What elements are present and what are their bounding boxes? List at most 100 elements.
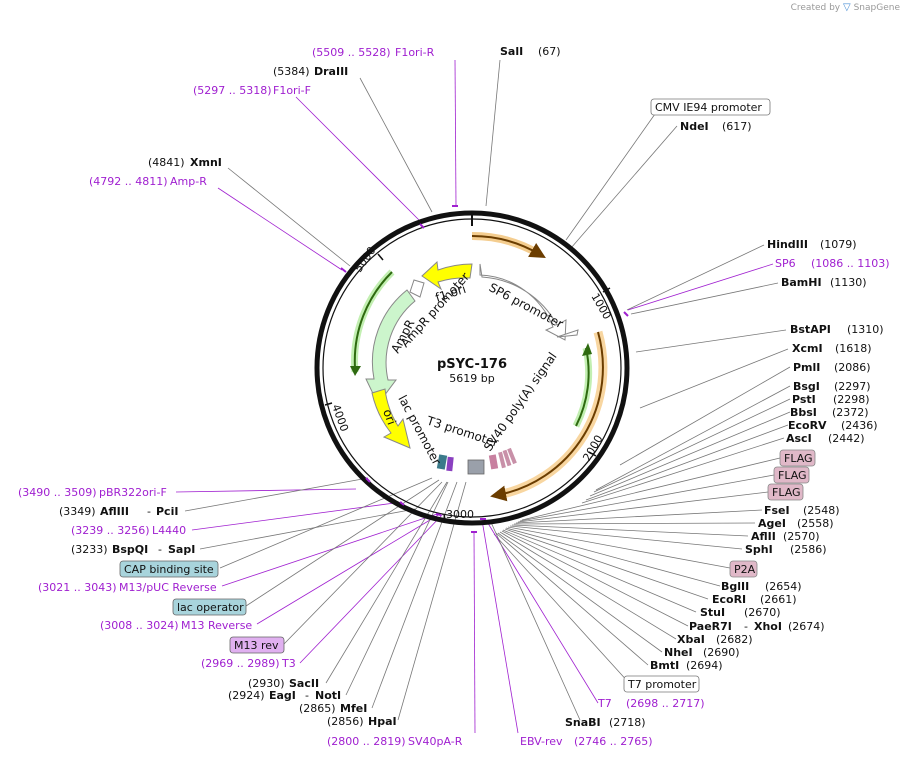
sp6-small-arrow <box>556 329 579 338</box>
label-xmni-pos: (4841) <box>148 156 185 169</box>
box-p2a-text: P2A <box>734 563 756 576</box>
label-m13-reverse-pos: (3008 .. 3024) <box>100 619 179 632</box>
label-hindiii-pos: (1079) <box>820 238 857 251</box>
label-amp-r-name: Amp-R <box>170 175 207 188</box>
label-sphi-pos: (2586) <box>790 543 827 556</box>
right-labels: SalI (67) NdeI (617) HindIII (1079) SP6 … <box>500 45 890 748</box>
label-bmti-name: BmtI <box>650 659 679 672</box>
label-afliii-dash: - <box>147 505 151 518</box>
label-bamhi-name: BamHI <box>781 276 822 289</box>
box-cap-binding-site <box>119 560 219 578</box>
label-ndei-pos: (617) <box>722 120 752 133</box>
left-boxes: CAP binding site lac operator M13 rev <box>119 560 285 654</box>
primer-marks <box>340 205 629 533</box>
label-sp6-name: SP6 <box>775 257 796 270</box>
label-t7-pos: (2698 .. 2717) <box>626 697 705 710</box>
ori-arrow <box>371 388 411 449</box>
bottom-small-features <box>436 447 517 475</box>
label-f1ori-r-pos: (5509 .. 5528) <box>312 46 391 59</box>
plasmid-size: 5619 bp <box>449 372 494 385</box>
label-aflii-name: AflII <box>751 530 776 543</box>
snapgene-logo-icon: ▽ <box>843 2 851 13</box>
label-bspqi-pos: (3233) <box>71 543 108 556</box>
label-asci-pos: (2442) <box>828 432 865 445</box>
label-ecori-name: EcoRI <box>712 593 746 606</box>
label-ndei-name: NdeI <box>680 120 709 133</box>
label-f1ori-f-pos: (5297 .. 5318) <box>193 84 272 97</box>
label-mfei-name: MfeI <box>340 702 367 715</box>
green-orf-right <box>575 347 590 427</box>
box-p2a <box>729 560 758 578</box>
label-m13-reverse-name: M13 Reverse <box>181 619 252 632</box>
label-sali-pos: (67) <box>538 45 561 58</box>
creator-prefix: Created by <box>790 3 841 13</box>
cmv-ie94-promoter-arrow <box>471 231 542 258</box>
label-ecori-pos: (2661) <box>760 593 797 606</box>
label-paer7i-pos: (2674) <box>788 620 825 633</box>
creator-brand: SnapGene <box>853 3 900 13</box>
label-pbr322ori-f-name: pBR322ori-F <box>99 486 167 499</box>
box-flag-1 <box>779 449 816 467</box>
tick-label-4000: 4000 <box>329 403 351 434</box>
f1-ori-arrow <box>421 260 473 291</box>
label-sacii-pos: (2930) <box>248 677 285 690</box>
label-agei-name: AgeI <box>758 517 786 530</box>
box-flag-3-text: FLAG <box>772 486 801 499</box>
label-noti-name: NotI <box>315 689 341 702</box>
right-boxes: CMV IE94 promoter FLAG FLAG FLAG P2A T7 … <box>623 98 816 693</box>
left-labels: (5509 .. 5528) F1ori-R (5384) DraIII (52… <box>18 46 463 748</box>
label-t7-name: T7 <box>597 697 612 710</box>
creator-credit: Created by ▽ SnapGene <box>791 2 900 13</box>
label-psti-name: PstI <box>792 393 816 406</box>
label-xbai-pos: (2682) <box>716 633 753 646</box>
label-pmli-pos: (2086) <box>834 361 871 374</box>
plasmid-name: pSYC-176 <box>437 357 507 372</box>
tick-label-3000: 3000 <box>446 508 474 521</box>
label-m13puc-rev-pos: (3021 .. 3043) <box>38 581 117 594</box>
label-paer7i-dash: - <box>744 620 748 633</box>
label-afliii-pos: (3349) <box>59 505 96 518</box>
label-sv40pa-r-pos: (2800 .. 2819) <box>327 735 406 748</box>
label-draiii-name: DraIII <box>314 65 348 78</box>
label-stui-name: StuI <box>700 606 725 619</box>
feature-label-sp6-promoter: SP6 promoter <box>487 280 566 331</box>
box-flag-2 <box>773 466 810 484</box>
green-orf-right-highlight <box>572 347 593 428</box>
label-snabi-name: SnaBI <box>565 716 601 729</box>
label-bstapi-name: BstAPI <box>790 323 831 336</box>
label-ebv-rev-pos: (2746 .. 2765) <box>574 735 653 748</box>
label-pmli-name: PmlI <box>793 361 820 374</box>
label-hindiii-name: HindIII <box>767 238 808 251</box>
box-lac-operator-text: lac operator <box>177 601 244 614</box>
tick-marks <box>324 253 611 521</box>
label-f1ori-r-name: F1ori-R <box>395 46 435 59</box>
label-amp-r-pos: (4792 .. 4811) <box>89 175 168 188</box>
label-bbsi-pos: (2372) <box>832 406 869 419</box>
label-snabi-pos: (2718) <box>609 716 646 729</box>
box-cap-binding-site-text: CAP binding site <box>124 563 214 576</box>
label-sapi-name: SapI <box>168 543 195 556</box>
label-xmni-name: XmnI <box>190 156 222 169</box>
label-eagi-name: EagI <box>269 689 296 702</box>
box-t7-promoter-text: T7 promoter <box>627 678 697 691</box>
label-ecorv-name: EcoRV <box>788 419 827 432</box>
label-nhei-pos: (2690) <box>703 646 740 659</box>
label-afliii-name: AflIII <box>100 505 129 518</box>
box-cmv-ie94-promoter-text: CMV IE94 promoter <box>655 101 762 114</box>
label-bstapi-pos: (1310) <box>847 323 884 336</box>
label-eagi-pos: (2924) <box>228 689 265 702</box>
label-xbai-name: XbaI <box>677 633 705 646</box>
label-sali-name: SalI <box>500 45 523 58</box>
label-sp6-pos: (1086 .. 1103) <box>811 257 890 270</box>
label-bbsi-name: BbsI <box>790 406 817 419</box>
sp6-promoter-shape <box>479 263 567 341</box>
orf-arc <box>490 331 604 502</box>
label-bglii-pos: (2654) <box>765 580 802 593</box>
label-bamhi-pos: (1130) <box>830 276 867 289</box>
label-bglii-name: BglII <box>721 580 749 593</box>
box-flag-1-text: FLAG <box>784 452 813 465</box>
box-cmv-ie94-promoter <box>650 98 771 116</box>
label-bspqi-dash: - <box>158 543 162 556</box>
label-bspqi-name: BspQI <box>112 543 148 556</box>
box-lac-operator <box>172 598 247 616</box>
